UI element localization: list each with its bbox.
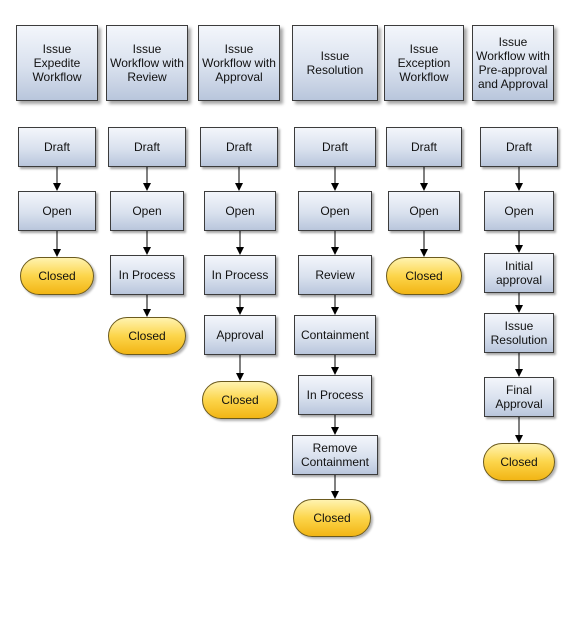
state-closed-terminal: Closed bbox=[20, 257, 94, 295]
state-closed-terminal: Closed bbox=[386, 257, 462, 295]
state-draft: Draft bbox=[108, 127, 186, 167]
state-closed-terminal: Closed bbox=[108, 317, 186, 355]
workflow-header-issue-workflow-with-pre-approval-and-approval: Issue Workflow with Pre-approval and App… bbox=[472, 25, 554, 101]
state-draft: Draft bbox=[200, 127, 278, 167]
state-in-process: In Process bbox=[110, 255, 184, 295]
state-final-approval: Final Approval bbox=[484, 377, 554, 417]
state-closed-terminal: Closed bbox=[483, 443, 555, 481]
state-open: Open bbox=[204, 191, 276, 231]
state-open: Open bbox=[388, 191, 460, 231]
state-open: Open bbox=[484, 191, 554, 231]
state-remove-containment: Remove Containment bbox=[292, 435, 378, 475]
state-issue-resolution: Issue Resolution bbox=[484, 313, 554, 353]
state-draft: Draft bbox=[294, 127, 376, 167]
state-review: Review bbox=[298, 255, 372, 295]
state-in-process: In Process bbox=[204, 255, 276, 295]
state-initial-approval: Initial approval bbox=[484, 253, 554, 293]
state-draft: Draft bbox=[480, 127, 558, 167]
state-draft: Draft bbox=[18, 127, 96, 167]
state-containment: Containment bbox=[294, 315, 376, 355]
workflow-header-issue-resolution: Issue Resolution bbox=[292, 25, 378, 101]
state-draft: Draft bbox=[386, 127, 462, 167]
state-closed-terminal: Closed bbox=[293, 499, 371, 537]
state-open: Open bbox=[298, 191, 372, 231]
state-open: Open bbox=[18, 191, 96, 231]
workflow-header-issue-expedite-workflow: Issue Expedite Workflow bbox=[16, 25, 98, 101]
state-open: Open bbox=[110, 191, 184, 231]
workflow-header-issue-workflow-with-approval: Issue Workflow with Approval bbox=[198, 25, 280, 101]
workflow-header-issue-exception-workflow: Issue Exception Workflow bbox=[384, 25, 464, 101]
workflow-header-issue-workflow-with-review: Issue Workflow with Review bbox=[106, 25, 188, 101]
state-in-process: In Process bbox=[298, 375, 372, 415]
state-approval: Approval bbox=[204, 315, 276, 355]
connectors bbox=[53, 167, 523, 499]
state-closed-terminal: Closed bbox=[202, 381, 278, 419]
